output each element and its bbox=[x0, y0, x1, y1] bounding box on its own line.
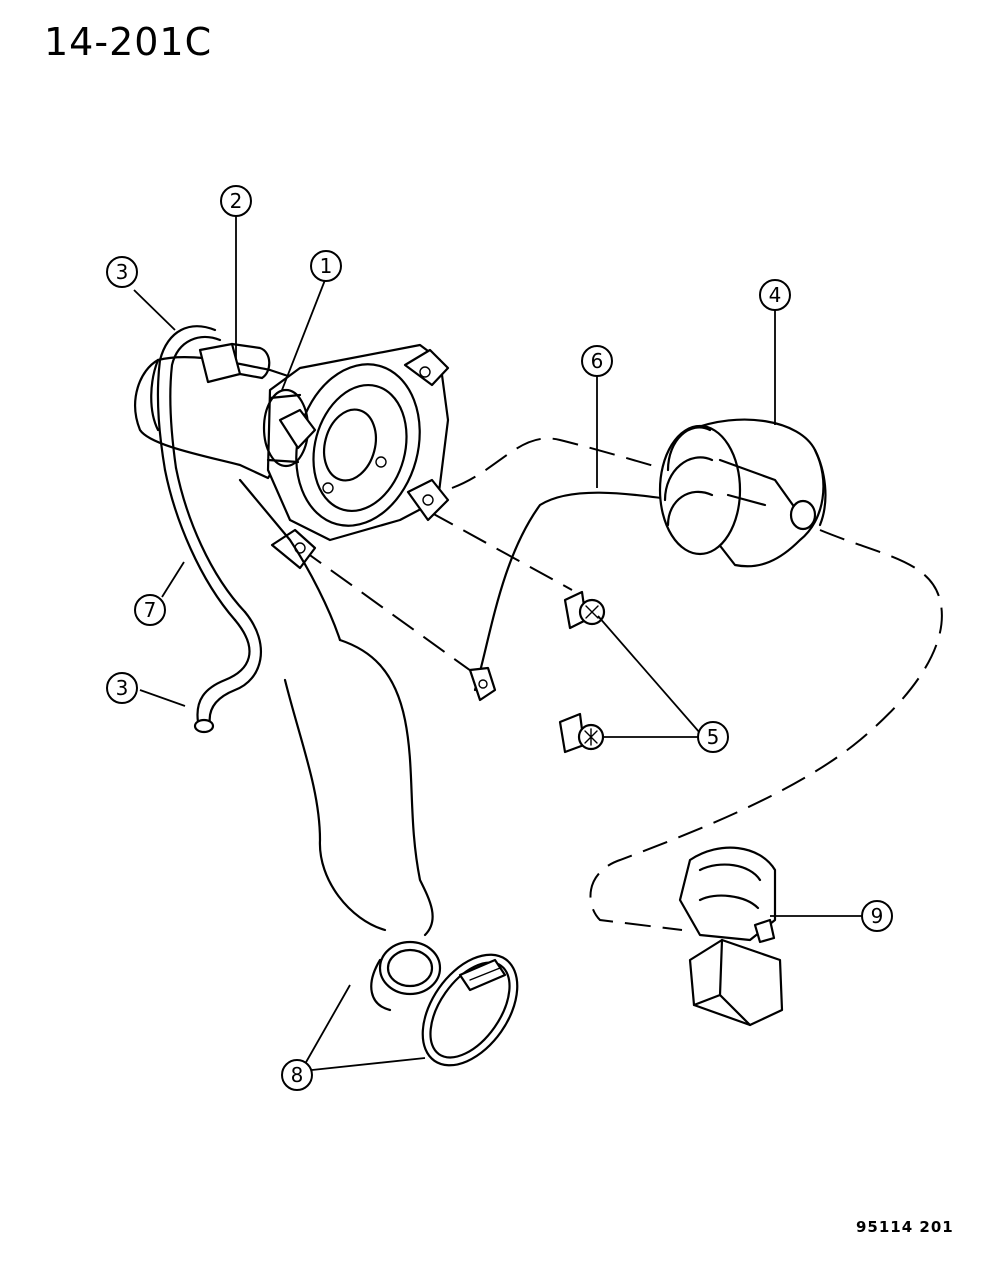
callout-1-label: 1 bbox=[320, 254, 333, 278]
callout-6: 6 bbox=[581, 345, 613, 377]
vent-hose bbox=[156, 325, 262, 734]
hose-clamp bbox=[421, 953, 519, 1067]
figure-code: 95114 201 bbox=[856, 1218, 954, 1236]
callout-4-label: 4 bbox=[769, 283, 782, 307]
callout-3-lower: 3 bbox=[106, 672, 138, 704]
callout-4: 4 bbox=[759, 279, 791, 311]
callout-9: 9 bbox=[861, 900, 893, 932]
callout-5: 5 bbox=[697, 721, 729, 753]
callout-3-upper: 3 bbox=[106, 256, 138, 288]
callout-7: 7 bbox=[134, 594, 166, 626]
callout-5-label: 5 bbox=[707, 725, 720, 749]
retainer-bracket bbox=[678, 846, 784, 1027]
callout-9-label: 9 bbox=[871, 904, 884, 928]
fuel-cap bbox=[658, 418, 827, 568]
assembly-guide-lines bbox=[299, 437, 943, 931]
filler-neck-housing bbox=[134, 343, 450, 570]
callout-2: 2 bbox=[220, 185, 252, 217]
callout-3-lower-label: 3 bbox=[116, 676, 129, 700]
filler-hose bbox=[238, 478, 442, 1012]
callout-3-upper-label: 3 bbox=[116, 260, 129, 284]
callout-6-label: 6 bbox=[591, 349, 604, 373]
screws bbox=[558, 590, 606, 754]
callout-1: 1 bbox=[310, 250, 342, 282]
callout-8: 8 bbox=[281, 1059, 313, 1091]
vent-valve bbox=[198, 342, 271, 384]
leader-lines bbox=[133, 215, 862, 1071]
callout-8-label: 8 bbox=[291, 1063, 304, 1087]
page-code: 14-201C bbox=[44, 20, 213, 64]
callout-2-label: 2 bbox=[230, 189, 243, 213]
callout-7-label: 7 bbox=[144, 598, 157, 622]
